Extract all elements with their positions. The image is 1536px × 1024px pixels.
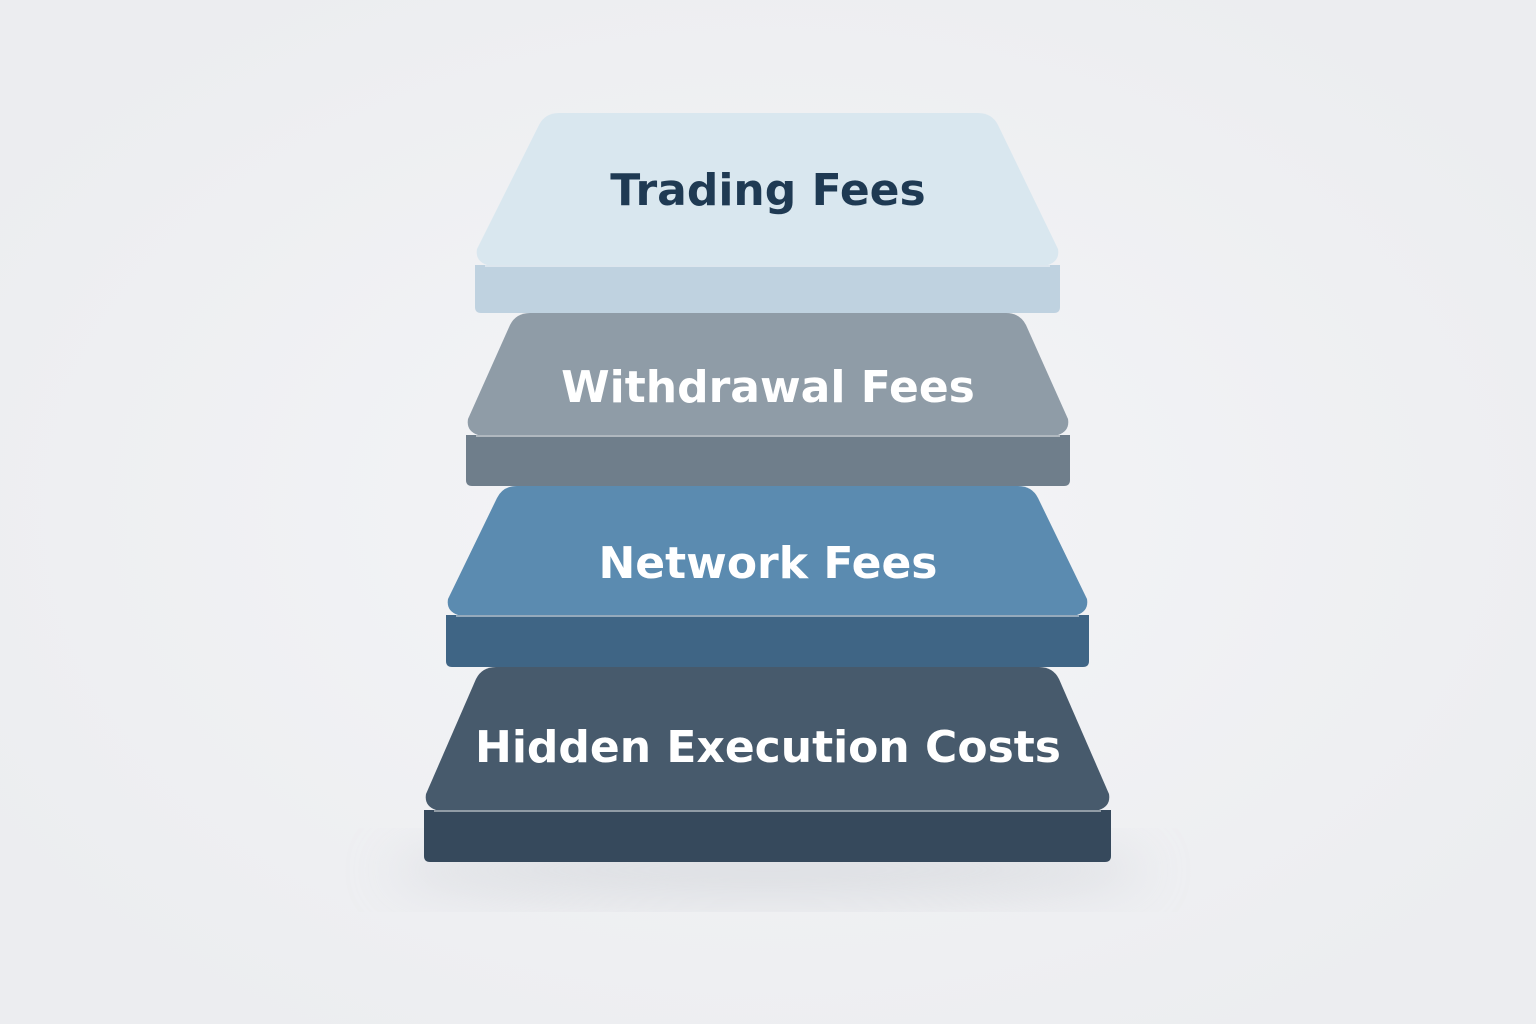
layer-label: Hidden Execution Costs	[475, 722, 1061, 773]
layer-front-face	[466, 435, 1070, 486]
layer-2: Withdrawal Fees	[466, 313, 1070, 486]
layer-label: Network Fees	[598, 538, 937, 589]
layer-1: Trading Fees	[475, 113, 1060, 313]
layer-top-face	[467, 313, 1069, 435]
layer-3: Network Fees	[446, 486, 1089, 667]
layer-top-face	[425, 667, 1110, 810]
layer-front-face	[446, 615, 1089, 667]
layer-front-face	[475, 265, 1060, 313]
layer-4: Hidden Execution Costs	[424, 667, 1111, 862]
layer-top-face	[447, 486, 1088, 615]
layer-label: Withdrawal Fees	[561, 362, 975, 413]
layer-label: Trading Fees	[610, 165, 925, 216]
layer-front-face	[424, 810, 1111, 862]
layer-top-face	[476, 113, 1059, 265]
